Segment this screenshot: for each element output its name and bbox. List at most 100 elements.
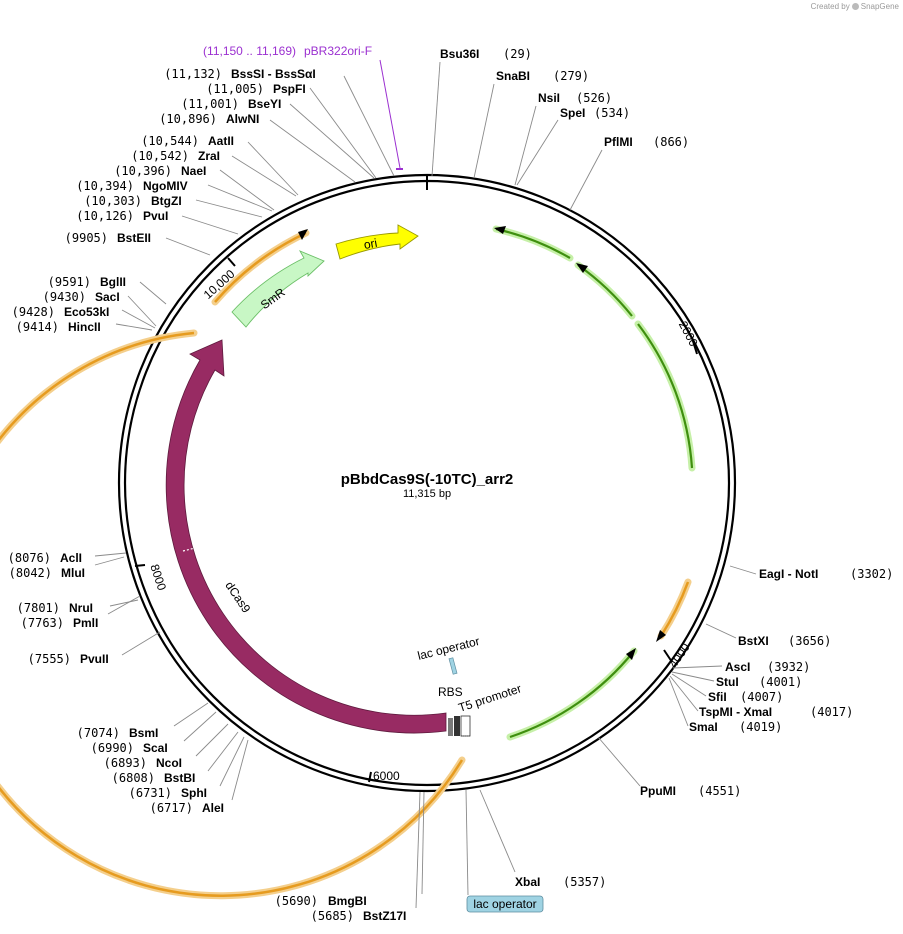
enzyme-pmli-pos: (7763): [21, 616, 64, 630]
ori-label: ori: [363, 236, 379, 252]
enzyme-naei-pos: (10,396): [114, 164, 172, 178]
enzyme-scai: ScaI: [143, 741, 168, 755]
enzyme-acli: AclI: [60, 551, 82, 565]
orf-green-2-halo: [574, 261, 636, 320]
snapgene-logo-icon: [851, 3, 859, 11]
enzyme-scai-pos: (6990): [91, 741, 134, 755]
enzyme-naei: NaeI: [181, 164, 206, 178]
enzyme-zrai: ZraI: [198, 149, 220, 163]
t5-promoter-label: T5 promoter: [457, 681, 523, 715]
lac-operator-box-label: lac operator: [473, 897, 536, 911]
tick-mark-10000: [227, 257, 236, 267]
t5-promoter-arrow[interactable]: [460, 715, 471, 737]
enzyme-smai-pos: (4019): [739, 720, 782, 734]
plasmid-name: pBbdCas9S(-10TC)_arr2: [341, 471, 514, 488]
enzyme-ngomiv: NgoMIV: [143, 179, 188, 193]
enzyme-ncoi: NcoI: [156, 756, 182, 770]
enzyme-pspfi: PspFI: [273, 82, 306, 96]
enzyme-pvuii: PvuII: [80, 652, 109, 666]
orf-arc-top: [214, 231, 307, 303]
enzyme-labels: Bsu36I (29) SnaBI (279) NsiI (526) SpeI …: [8, 47, 894, 923]
dcas9-label: dCas9: [222, 579, 253, 616]
enzyme-bmgbi-pos: (5690): [275, 894, 318, 908]
enzyme-bstxi-pos: (3656): [788, 634, 831, 648]
enzyme-bseyi: BseYI: [248, 97, 281, 111]
enzyme-nrui: NruI: [69, 601, 93, 615]
enzyme-bsssi-pos: (11,132): [164, 67, 222, 81]
enzyme-alwni-pos: (10,896): [159, 112, 217, 126]
enzyme-ncoi-pos: (6893): [104, 756, 147, 770]
lac-operator-feature[interactable]: [448, 657, 458, 675]
orf-green-3-halo: [634, 320, 696, 472]
enzyme-alwni: AlwNI: [226, 112, 259, 126]
enzyme-acli-pos: (8076): [8, 551, 51, 565]
tick-mark-8000: [134, 564, 146, 567]
orf-arc-large: [0, 331, 464, 897]
orf-arrowhead-top: [298, 229, 308, 240]
enzyme-xbai-pos: (5357): [563, 875, 606, 889]
enzyme-tspmi-xmai: TspMI - XmaI: [699, 705, 772, 719]
rbs-feature[interactable]: [448, 718, 453, 736]
enzyme-pflmi-pos: (866): [653, 135, 689, 149]
orf-green-3: [637, 323, 694, 469]
enzyme-nsii-pos: (526): [576, 91, 612, 105]
enzyme-smai: SmaI: [689, 720, 718, 734]
plasmid-size: 11,315 bp: [403, 488, 451, 500]
enzyme-sfii: SfiI: [708, 690, 727, 704]
enzyme-bstbi-pos: (6808): [112, 771, 155, 785]
promoter-region: [448, 715, 471, 737]
enzyme-sphi-pos: (6731): [129, 786, 172, 800]
tick-6000: 6000: [373, 769, 400, 783]
tick-mark-6000: [368, 771, 372, 783]
enzyme-pflmi: PflMI: [604, 135, 633, 149]
enzyme-bsteii: BstEII: [117, 231, 151, 245]
enzyme-aatii: AatII: [208, 134, 234, 148]
enzyme-bsmi-pos: (7074): [77, 726, 120, 740]
rbs-label: RBS: [438, 685, 463, 699]
enzyme-snabi-pos: (279): [553, 69, 589, 83]
ori-feature[interactable]: [335, 224, 419, 260]
tick-8000: 8000: [147, 562, 169, 592]
leader-lines: [94, 61, 757, 909]
lac-operator-box[interactable]: lac operator: [466, 895, 544, 913]
enzyme-bsssi-bsssai: BssSI - BssSαI: [231, 67, 316, 81]
enzyme-sphi: SphI: [181, 786, 207, 800]
enzyme-pvui: PvuI: [143, 209, 168, 223]
enzyme-bsmi: BsmI: [129, 726, 158, 740]
primer-range: (11,150 .. 11,169): [203, 44, 296, 58]
enzyme-bglii: BglII: [100, 275, 126, 289]
tick-mark-2000: [691, 337, 698, 355]
enzyme-bseyi-pos: (11,001): [181, 97, 239, 111]
enzyme-bsteii-pos: (9905): [65, 231, 108, 245]
enzyme-asci: AscI: [725, 660, 750, 674]
backbone-outer: [117, 173, 737, 793]
orf-green-arcs: [492, 225, 696, 741]
dcas9-feature[interactable]: [165, 339, 447, 734]
orf-green-1-arrowhead: [494, 226, 506, 234]
enzyme-aatii-pos: (10,544): [141, 134, 199, 148]
enzyme-spei-pos: (534): [594, 106, 630, 120]
enzyme-zrai-pos: (10,542): [131, 149, 189, 163]
enzyme-spei: SpeI: [560, 106, 585, 120]
enzyme-alei-pos: (6717): [150, 801, 193, 815]
enzyme-mlui: MluI: [61, 566, 85, 580]
enzyme-eagi-noti: EagI - NotI: [759, 567, 818, 581]
enzyme-saci-pos: (9430): [43, 290, 86, 304]
enzyme-asci-pos: (3932): [767, 660, 810, 674]
orf-green-4-halo: [506, 647, 638, 741]
enzyme-pvuii-pos: (7555): [28, 652, 71, 666]
credit-prefix: Created by: [810, 2, 850, 11]
t5-promoter-feature[interactable]: [454, 716, 460, 736]
primer-pbr322ori-f[interactable]: (11,150 .. 11,169) pBR322ori-F: [203, 44, 403, 170]
enzyme-bsu36i-pos: (29): [503, 47, 532, 61]
primer-name: pBR322ori-F: [304, 44, 372, 58]
smr-feature[interactable]: [231, 250, 325, 328]
enzyme-bsu36i: Bsu36I: [440, 47, 479, 61]
enzyme-xbai: XbaI: [515, 875, 540, 889]
enzyme-ppumi-pos: (4551): [698, 784, 741, 798]
tick-2000: 2000: [676, 319, 701, 349]
enzyme-bstxi: BstXI: [738, 634, 769, 648]
orf-green-2-arrowhead: [576, 263, 588, 273]
enzyme-bmgbi: BmgBI: [328, 894, 367, 908]
